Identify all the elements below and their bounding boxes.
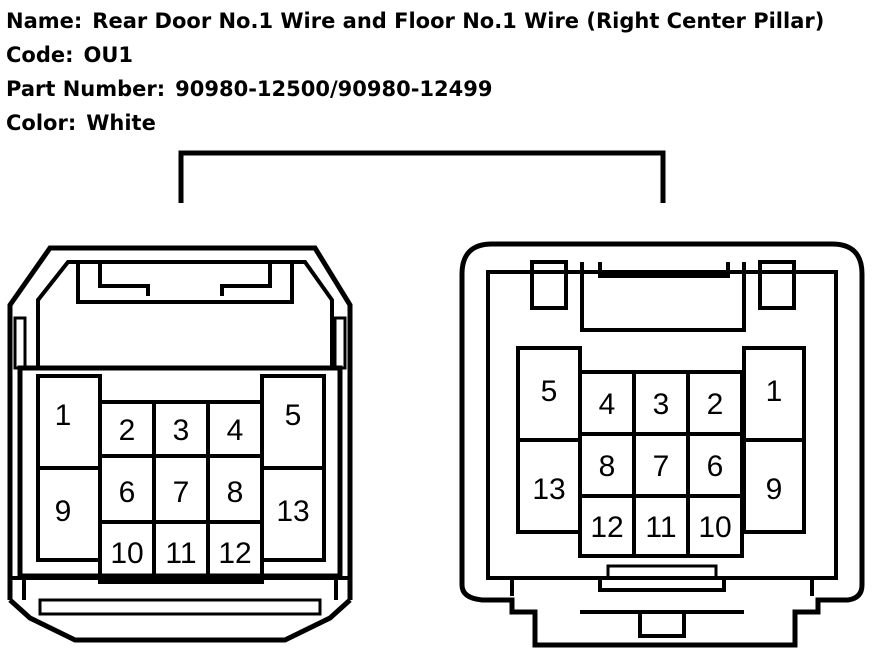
left-bottom-tab	[38, 598, 322, 616]
code-label: Code:	[6, 43, 74, 67]
name-value: Rear Door No.1 Wire and Floor No.1 Wire …	[92, 9, 825, 33]
right-pin-label: 9	[766, 473, 783, 506]
left-side-rib	[13, 316, 27, 370]
right-bottom-lock	[580, 610, 744, 638]
left-pin-label: 8	[227, 476, 244, 509]
right-pin-label: 10	[698, 511, 731, 544]
part-number-label: Part Number:	[6, 77, 166, 101]
left-latch-detail	[98, 262, 272, 296]
name-row: Name: Rear Door No.1 Wire and Floor No.1 …	[6, 4, 824, 38]
left-pin-cavity-9	[36, 466, 102, 562]
right-pin-cavity-13	[516, 438, 582, 534]
right-pin-label: 2	[707, 388, 724, 421]
left-pin-label: 11	[165, 537, 196, 570]
right-pin-label: 8	[599, 450, 616, 483]
right-pin-label: 7	[653, 450, 670, 483]
connector-info: Name: Rear Door No.1 Wire and Floor No.1 …	[6, 4, 824, 140]
right-pin-labels: 5 4 3 2 1 8 7 6 13 9 12 11 10	[532, 375, 782, 544]
right-pin-cavity-10	[686, 494, 744, 558]
left-pin-label: 4	[227, 414, 244, 447]
color-row: Color: White	[6, 106, 824, 140]
left-pin-label: 3	[173, 414, 190, 447]
right-pin-label: 13	[532, 473, 565, 506]
color-label: Color:	[6, 111, 77, 135]
left-housing-outline	[7, 245, 353, 600]
code-value: OU1	[83, 43, 134, 67]
left-housing-inner	[36, 260, 334, 368]
right-top-slot-left	[530, 260, 568, 310]
part-number-value: 90980-12500/90980-12499	[175, 77, 493, 101]
right-pin-label: 11	[645, 511, 676, 544]
right-side-rib	[333, 316, 347, 370]
code-row: Code: OU1	[6, 38, 824, 72]
right-bottom-key	[510, 578, 814, 596]
right-pin-label: 5	[541, 375, 558, 408]
right-pin-label: 3	[653, 388, 670, 421]
right-housing-outline	[459, 241, 865, 648]
left-pin-label: 6	[119, 476, 136, 509]
mating-bracket	[178, 150, 666, 203]
left-pin-label: 1	[55, 399, 72, 432]
right-pin-label: 1	[766, 375, 783, 408]
left-pin-cavity-13	[260, 466, 326, 562]
left-pin-cells	[36, 374, 326, 584]
right-top-slot-right	[758, 260, 796, 310]
right-latch	[580, 262, 746, 332]
right-pin-label: 6	[707, 450, 724, 483]
right-pin-label: 4	[599, 388, 616, 421]
right-pin-label: 12	[590, 511, 623, 544]
left-bottom-rail	[10, 576, 350, 600]
right-bottom-notch	[606, 564, 718, 580]
right-pin-cavity-9	[742, 438, 806, 534]
left-pin-label: 5	[285, 399, 302, 432]
left-pin-label: 2	[119, 414, 136, 447]
left-pin-label: 7	[173, 476, 190, 509]
part-number-row: Part Number: 90980-12500/90980-12499	[6, 72, 824, 106]
right-connector: 5 4 3 2 1 8 7 6 13 9 12 11 10	[459, 241, 865, 648]
left-bottom-skirt	[8, 598, 352, 643]
color-value: White	[86, 111, 156, 135]
left-pin-label: 10	[110, 537, 143, 570]
left-pin-label: 13	[276, 495, 309, 528]
right-pin-cells	[516, 346, 806, 558]
left-pin-label: 9	[55, 495, 72, 528]
left-pin-label: 12	[218, 537, 251, 570]
left-latch	[76, 262, 294, 304]
name-label: Name:	[6, 9, 83, 33]
